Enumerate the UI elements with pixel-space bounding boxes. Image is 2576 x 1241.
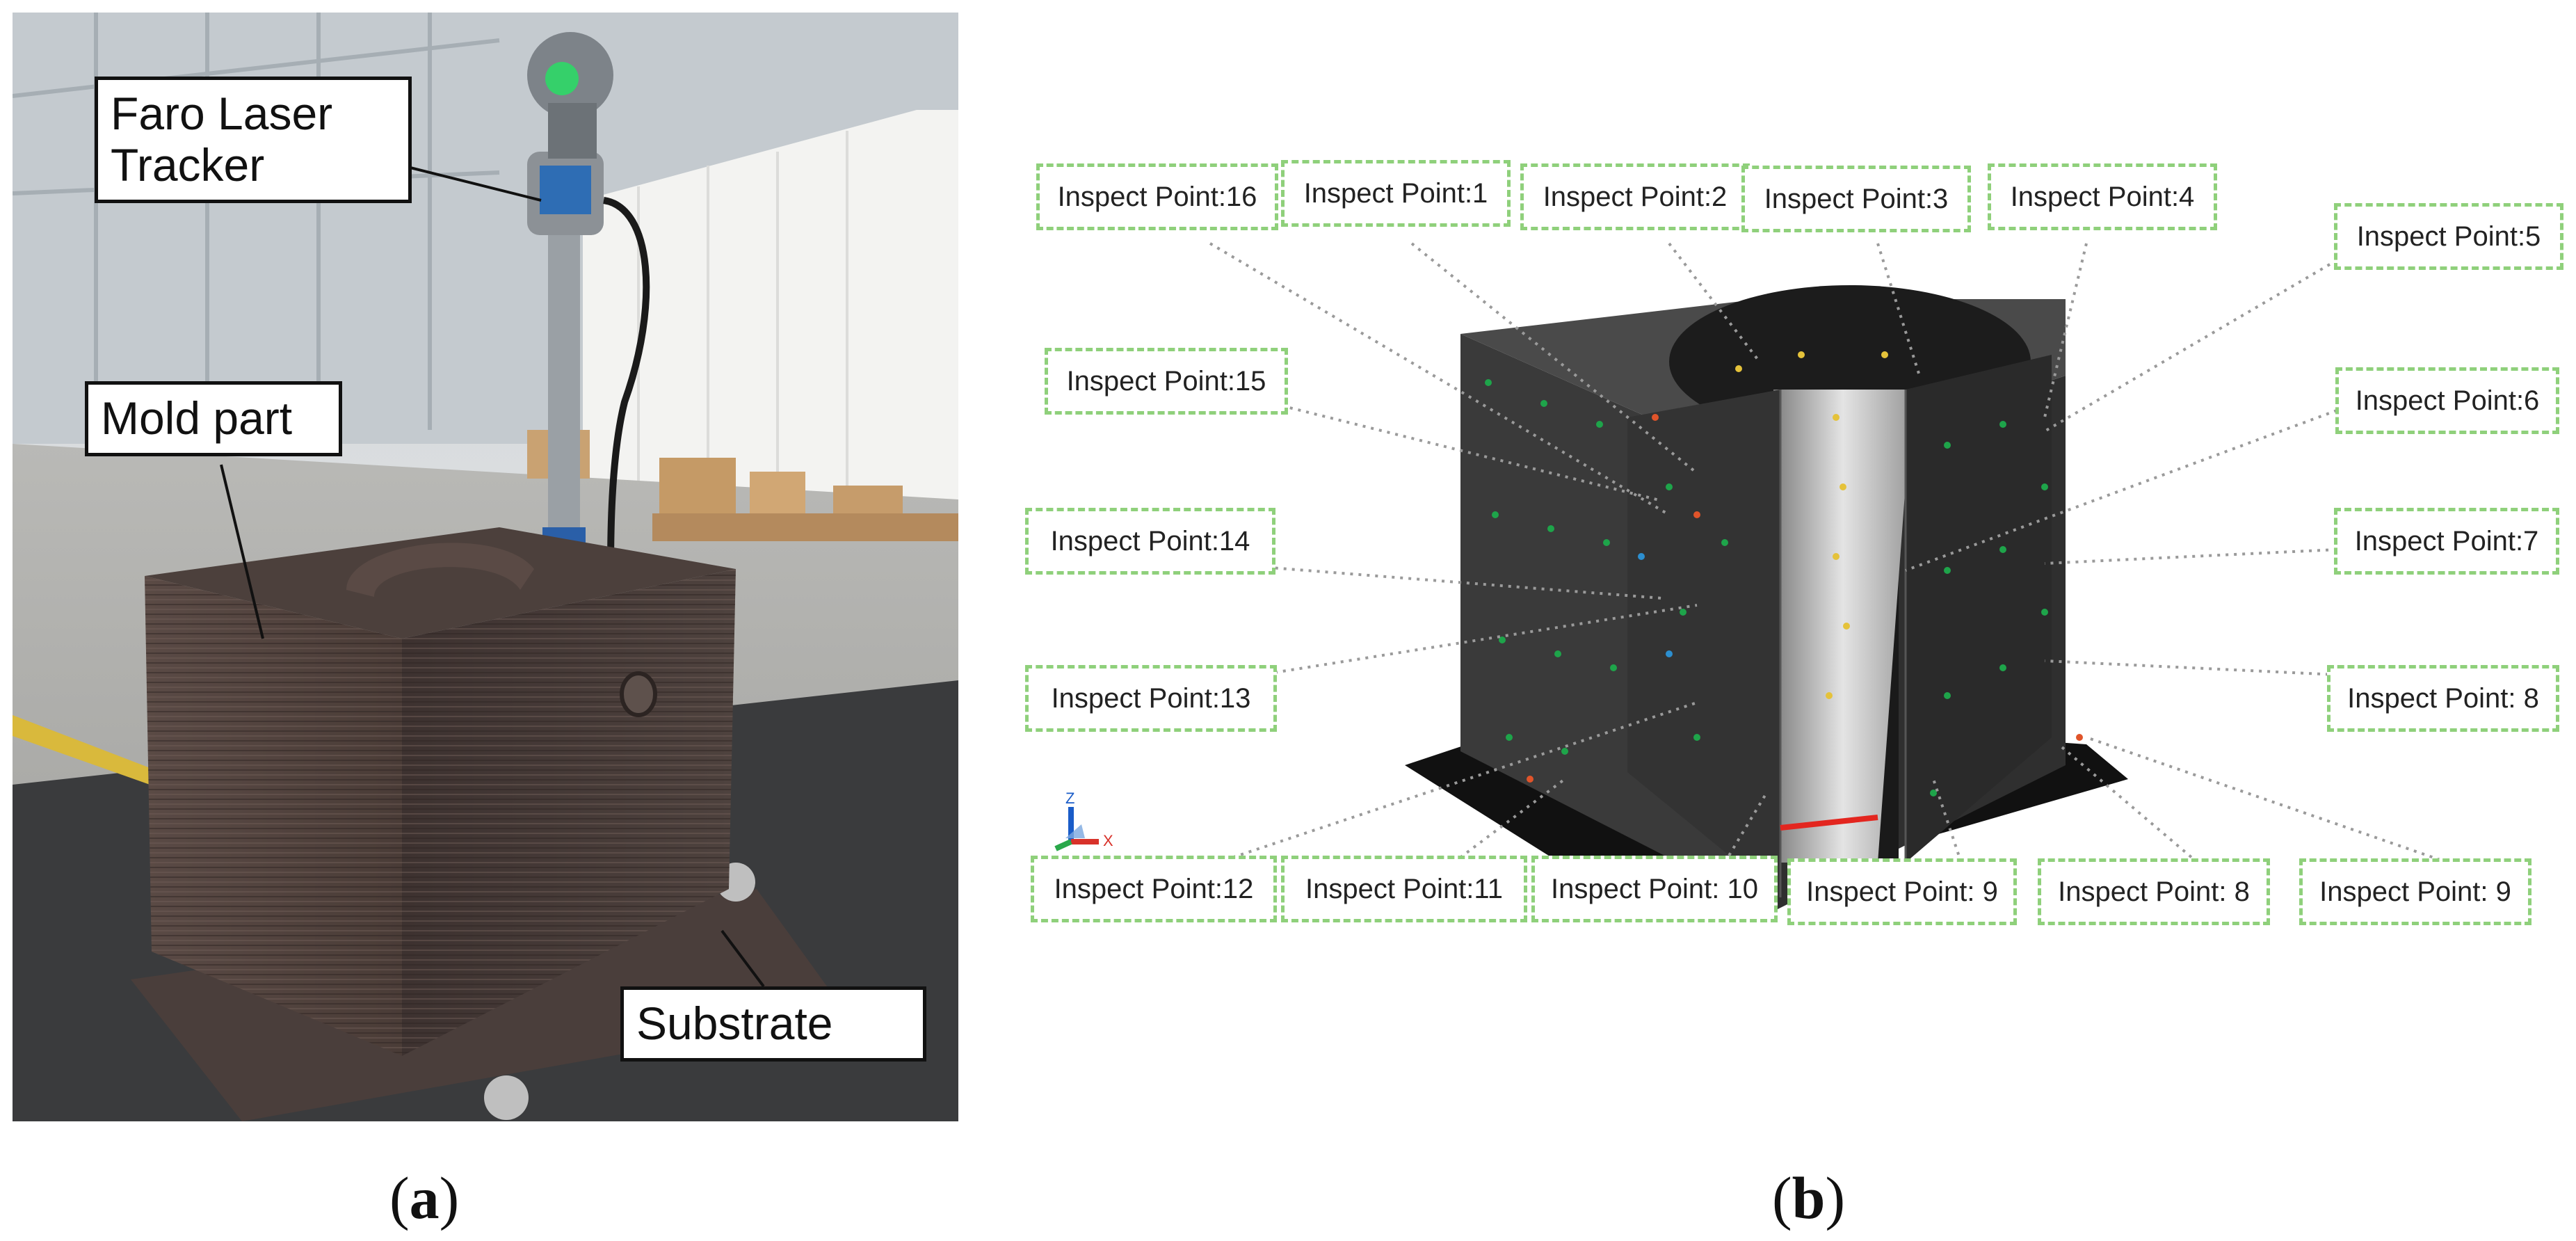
cad-model-view: Z X bbox=[1054, 242, 2449, 918]
faro-laser-tracker-label: Faro Laser Tracker bbox=[95, 77, 412, 203]
inspect-point-label: Inspect Point: 8 bbox=[2038, 858, 2270, 925]
inspect-point-label: Inspect Point:15 bbox=[1045, 348, 1288, 415]
mold-part-label: Mold part bbox=[85, 381, 342, 456]
inspect-point-label: Inspect Point: 8 bbox=[2327, 665, 2559, 732]
caption-b: (b) bbox=[1772, 1164, 1846, 1231]
inspect-point-label: Inspect Point:14 bbox=[1025, 508, 1275, 575]
caption-a-letter: a bbox=[409, 1164, 440, 1231]
inspect-point-label: Inspect Point:12 bbox=[1031, 856, 1277, 922]
substrate-label: Substrate bbox=[620, 986, 926, 1062]
inspect-point-label: Inspect Point:13 bbox=[1025, 665, 1277, 732]
inspect-point-label: Inspect Point:5 bbox=[2334, 203, 2563, 270]
axis-triad: Z X bbox=[1054, 790, 1113, 851]
inspect-point-label: Inspect Point: 9 bbox=[1787, 858, 2017, 925]
axis-z-label: Z bbox=[1065, 790, 1074, 807]
inspect-point-label: Inspect Point: 9 bbox=[2299, 858, 2531, 925]
caption-b-letter: b bbox=[1792, 1164, 1826, 1231]
axis-x-label: X bbox=[1103, 832, 1113, 849]
photo-panel: Faro Laser Tracker Mold part Substrate bbox=[13, 13, 958, 1121]
inspect-point-label: Inspect Point:16 bbox=[1036, 163, 1278, 230]
inspect-point-label: Inspect Point:1 bbox=[1281, 160, 1511, 227]
mold-photo bbox=[13, 13, 958, 1121]
inspect-point-label: Inspect Point:4 bbox=[1988, 163, 2217, 230]
cad-panel: Z X Inspect Point:16 Inspect Point:1 Ins… bbox=[1001, 125, 2563, 946]
inspect-point-label: Inspect Point:6 bbox=[2335, 367, 2559, 434]
inspect-point-label: Inspect Point:7 bbox=[2334, 508, 2559, 575]
inspect-point-label: Inspect Point:2 bbox=[1520, 163, 1750, 230]
inspect-point-label: Inspect Point:11 bbox=[1281, 856, 1527, 922]
inspect-point-label: Inspect Point:3 bbox=[1741, 166, 1971, 232]
inspect-point-label: Inspect Point: 10 bbox=[1531, 856, 1778, 922]
caption-a: (a) bbox=[389, 1164, 460, 1231]
